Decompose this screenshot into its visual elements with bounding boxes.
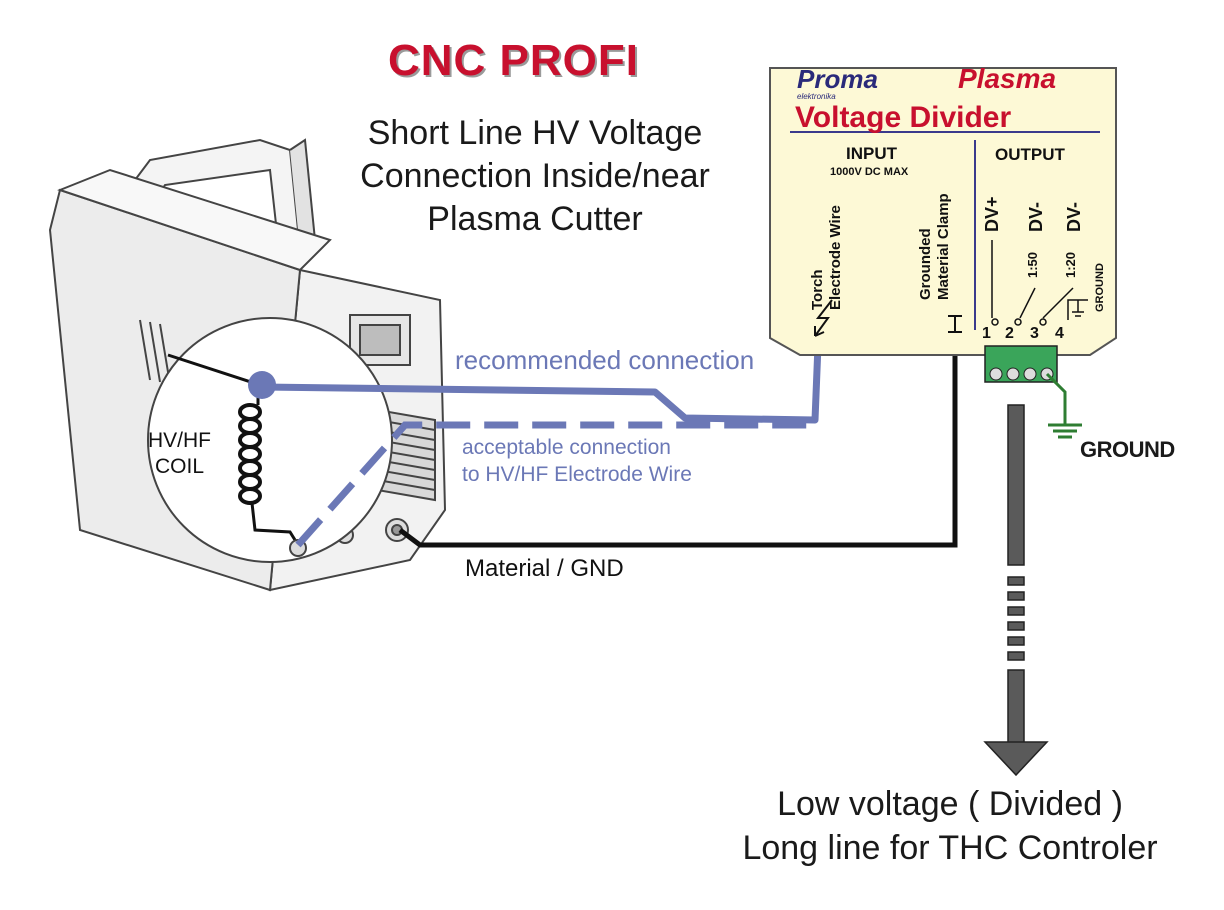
pin-name-dv-minus-2: DV- — [1064, 202, 1084, 232]
pin-name-ground: GROUND — [1094, 263, 1106, 312]
voltage-divider-box: Torch Electrode Wire Grounded Material C… — [769, 67, 1117, 356]
low-voltage-caption: Low voltage ( Divided ) Long line for TH… — [690, 782, 1210, 870]
pin-ratio-1-50: 1:50 — [1025, 252, 1040, 278]
pin-name-dv-minus-1: DV- — [1026, 202, 1046, 232]
hv-input-wire — [167, 353, 261, 387]
low-voltage-line-1: Low voltage ( Divided ) — [777, 785, 1123, 823]
acceptable-connection-wire — [295, 421, 815, 548]
pin-label-clamp: Material Clamp — [935, 193, 952, 300]
output-terminal-block — [984, 345, 1058, 383]
hv-arrow-icon — [814, 299, 833, 337]
input-ground-icon — [948, 315, 962, 333]
ground-wire — [1045, 372, 1082, 439]
down-arrow-icon — [983, 741, 1049, 777]
coil-label: HV/HF COIL — [148, 428, 211, 480]
pin-num-4: 4 — [1055, 325, 1064, 342]
input-rating: 1000V DC MAX — [830, 166, 909, 178]
pin-label-torch: Torch — [809, 269, 826, 310]
material-gnd-label: Material / GND — [465, 555, 624, 582]
zoom-circle — [147, 317, 393, 563]
coil-label-line-1: HV/HF — [148, 429, 211, 452]
pin-label-grounded: Grounded — [917, 228, 934, 300]
ground-label: GROUND — [1080, 437, 1175, 462]
subtitle-line-1: Short Line HV Voltage — [367, 114, 703, 152]
input-header: INPUT — [846, 144, 898, 163]
pin-num-3: 3 — [1030, 325, 1039, 342]
pin-num-2: 2 — [1005, 325, 1014, 342]
acceptable-line-1: acceptable connection — [462, 436, 671, 459]
connection-node — [248, 371, 276, 399]
pin-ratio-1-20: 1:20 — [1063, 252, 1078, 278]
subtitle-line-3: Plasma Cutter — [427, 200, 643, 238]
page-title: CNC PROFI — [388, 36, 639, 85]
acceptable-line-2: to HV/HF Electrode Wire — [462, 463, 692, 486]
material-gnd-wire — [398, 335, 958, 548]
subtitle-line-2: Connection Inside/near — [360, 157, 710, 195]
output-header: OUTPUT — [995, 145, 1066, 164]
acceptable-connection-label: acceptable connection to HV/HF Electrode… — [462, 434, 692, 488]
pin-label-electrode: Electrode Wire — [827, 205, 844, 310]
brand-subtitle: elektronika — [797, 92, 836, 101]
pin-num-1: 1 — [982, 325, 991, 342]
recommended-connection-label: recommended connection — [455, 345, 755, 375]
product-line-2: Voltage Divider — [795, 101, 1011, 134]
brand-logo: Proma — [797, 64, 878, 94]
pin-name-dv-plus: DV+ — [982, 196, 1002, 232]
recommended-connection-wire — [261, 344, 822, 424]
product-line-1: Plasma — [958, 63, 1056, 94]
coil-label-line-2: COIL — [154, 455, 204, 478]
long-line-cable — [1007, 404, 1025, 746]
page-subtitle: Short Line HV Voltage Connection Inside/… — [300, 112, 770, 241]
low-voltage-line-2: Long line for THC Controler — [742, 829, 1158, 867]
